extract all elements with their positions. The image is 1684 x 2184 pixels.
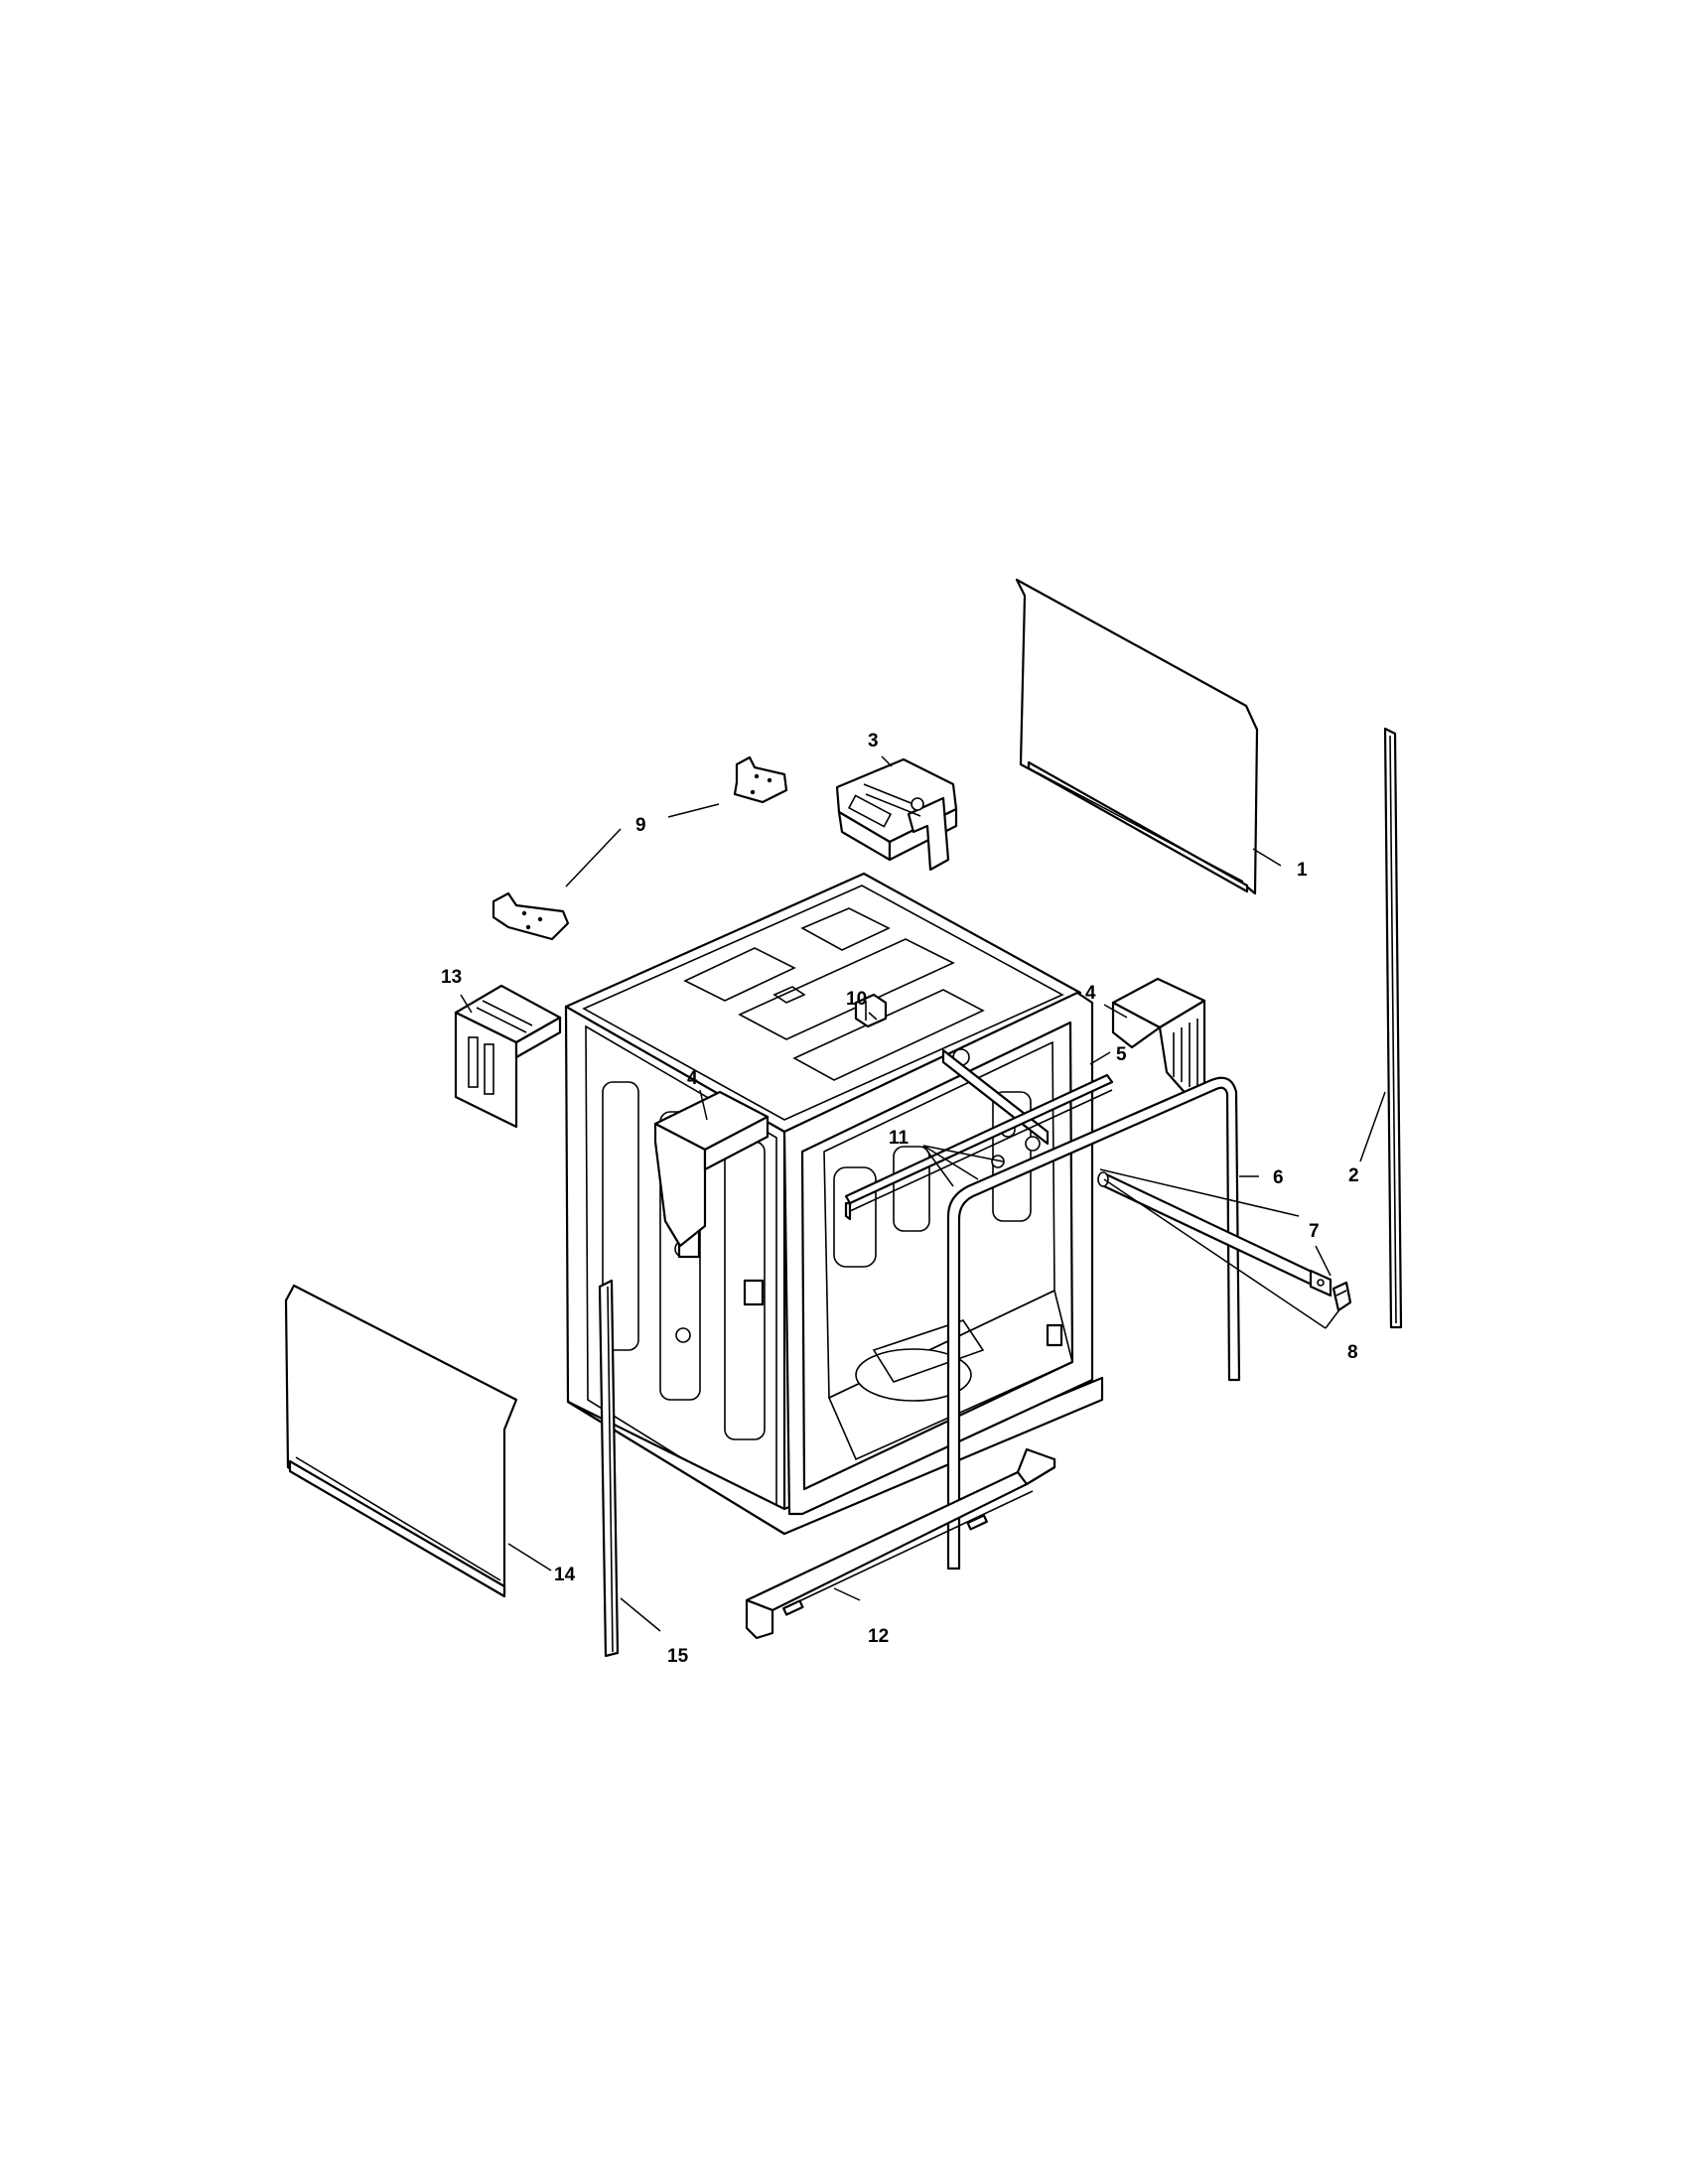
part-9-lower-bracket (491, 891, 570, 941)
callout-3: 3 (868, 731, 879, 751)
part-9-upper-bracket (733, 755, 788, 804)
part-5-rail (844, 1073, 1114, 1221)
callout-15: 15 (667, 1646, 689, 1667)
part-2-trim-strip (1383, 727, 1403, 1329)
part-3-bracket (835, 757, 958, 872)
callout-6: 6 (1273, 1167, 1284, 1188)
callout-10: 10 (846, 989, 867, 1010)
callout-1: 1 (1297, 860, 1308, 881)
callout-13: 13 (441, 967, 462, 988)
callout-2: 2 (1348, 1165, 1359, 1186)
callouts: 1 2 3 4 4 5 6 7 8 9 10 11 12 13 14 15 (441, 731, 1359, 1667)
callout-5: 5 (1116, 1044, 1127, 1065)
part-14-kick-panel (284, 1284, 518, 1598)
callout-4-right: 4 (1085, 983, 1096, 1004)
tub-body (564, 872, 1104, 1536)
part-4-bracket-left (653, 1090, 770, 1248)
callout-7: 7 (1309, 1221, 1320, 1242)
part-8-hook (1332, 1281, 1352, 1312)
leader-lines (460, 755, 1386, 1632)
callout-11: 11 (889, 1128, 910, 1149)
part-13-bracket (454, 984, 562, 1129)
callout-9: 9 (635, 815, 646, 836)
callout-14: 14 (554, 1565, 576, 1585)
part-15-strip (598, 1279, 620, 1658)
part-1-side-panel (1015, 578, 1259, 895)
part-7-spring (1097, 1171, 1333, 1297)
part-10-clip (854, 993, 888, 1028)
part-12-base-rail (745, 1447, 1056, 1640)
callout-4-left: 4 (687, 1068, 698, 1089)
callout-8: 8 (1347, 1342, 1358, 1363)
part-6-door-gasket (946, 1076, 1241, 1570)
callout-12: 12 (868, 1626, 889, 1647)
part-4-bracket-right (1111, 977, 1206, 1100)
